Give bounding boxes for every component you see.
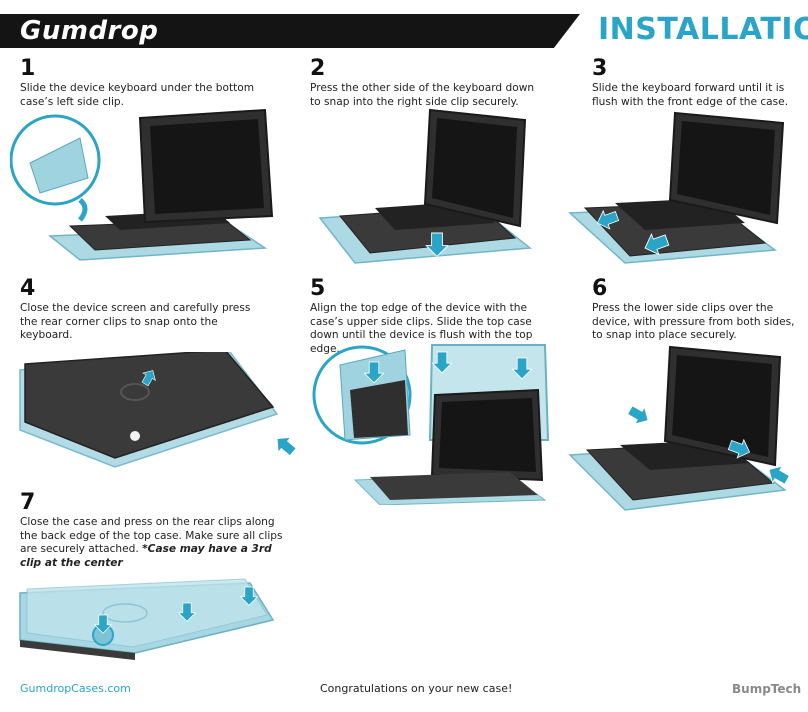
laptop-lid-closed [24,352,275,459]
screen-display [677,121,775,215]
keyboard-base [370,472,538,500]
step-5: 5 Align the top edge of the device with … [310,278,555,356]
step-number: 6 [592,276,608,301]
step-4-illustration [19,352,300,468]
step-6-illustration [568,345,793,511]
congratulations-message: Congratulations on your new case! [320,682,513,695]
website-link[interactable]: GumdropCases.com [20,682,131,695]
brand-logo: Gumdrop [20,16,159,46]
product-name: BumpTech [732,682,802,696]
logo-mark [102,603,148,623]
screen-display [150,119,264,214]
step-note: *Case may have a 3rd clip at the center [20,543,272,569]
step-number: 1 [20,56,36,81]
step-number: 3 [592,56,608,81]
arrow-icon [624,401,654,430]
step-text: Align the top edge of the device with th… [310,302,533,355]
step-7-illustration [19,578,275,660]
step-1-illustration [10,108,274,261]
step-number: 2 [310,56,326,81]
step-2-illustration [318,108,532,264]
step-text-main: Close the case and press on the rear cli… [20,516,283,556]
step-text: Press the other side of the keyboard dow… [310,82,535,108]
step-number: 4 [20,276,36,301]
arrow-icon [78,198,88,222]
screen-display [439,398,536,472]
step-5-illustration [312,344,550,505]
logo-mark [120,383,150,401]
page-title: INSTALLATION [598,12,808,47]
brand-bar: Gumdrop [0,14,580,48]
step-text: Close the case and press on the rear cli… [20,516,295,570]
clip-dot [130,431,140,441]
step-number: 7 [20,490,36,515]
screen-display [432,118,517,218]
step-3-illustration [568,111,785,264]
step-4: 4 Close the device screen and carefully … [20,278,270,343]
step-text: Slide the keyboard forward until it is f… [592,82,789,108]
screen-display [672,355,772,457]
detail-clip [29,137,89,194]
device-edge [20,640,135,660]
step-2: 2 Press the other side of the keyboard d… [310,58,545,109]
step-1: 1 Slide the device keyboard under the bo… [20,58,280,109]
step-text: Close the device screen and carefully pr… [20,302,251,342]
step-6: 6 Press the lower side clips over the de… [592,278,797,343]
step-text: Press the lower side clips over the devi… [592,302,795,342]
step-3: 3 Slide the keyboard forward until it is… [592,58,797,109]
step-7: 7 Close the case and press on the rear c… [20,492,295,570]
detail-screen [350,380,408,438]
step-text: Slide the device keyboard under the bott… [20,82,255,108]
step-number: 5 [310,276,326,301]
arrow-icon [270,430,300,460]
